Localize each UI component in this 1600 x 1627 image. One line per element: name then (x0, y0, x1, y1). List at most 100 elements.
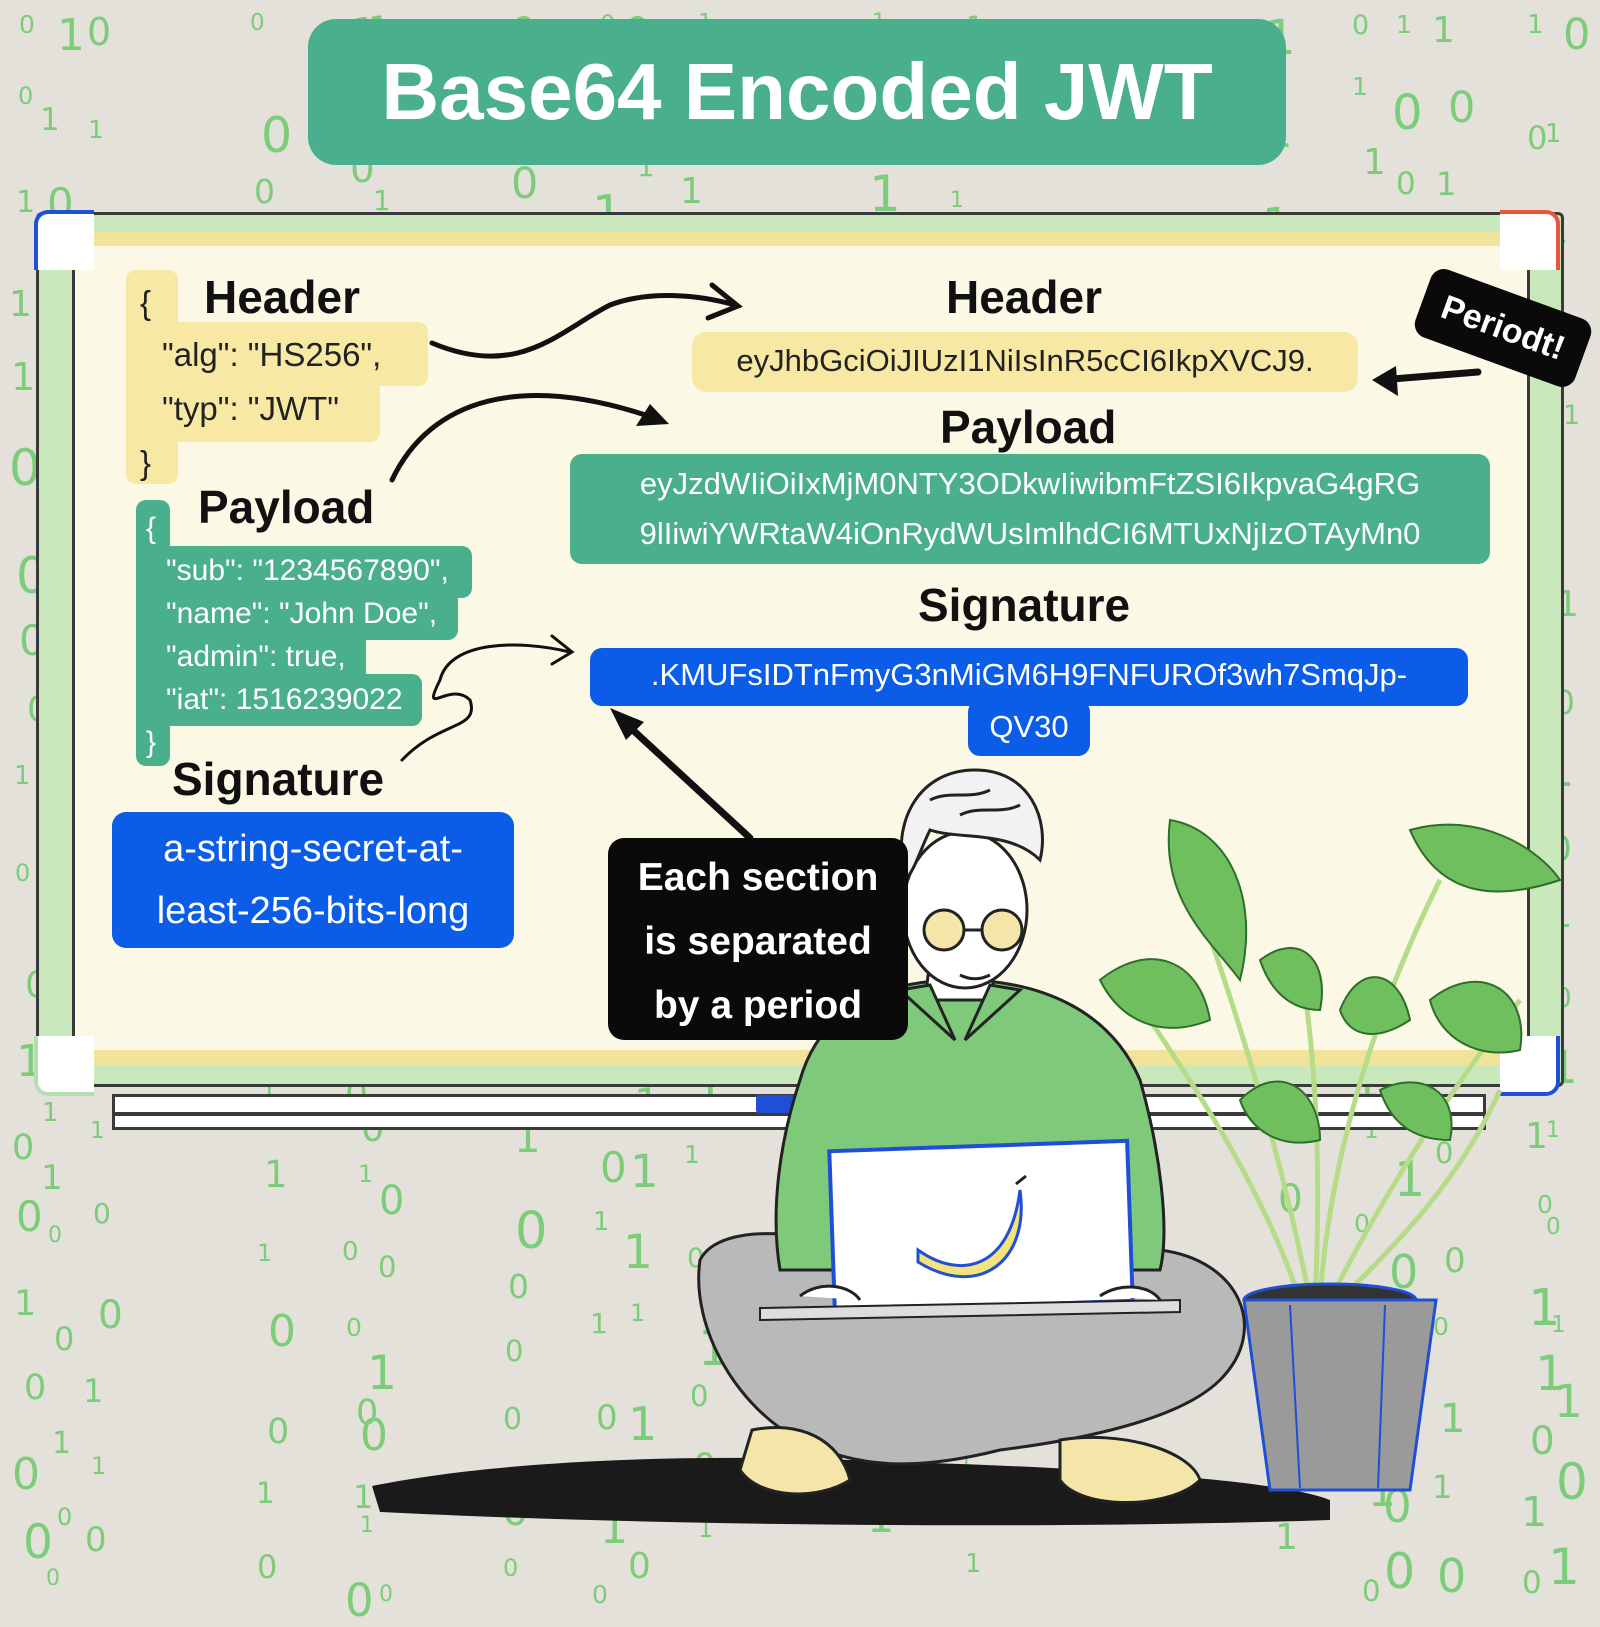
binary-digit: 1 (1546, 1118, 1560, 1143)
binary-digit: 1 (11, 355, 36, 399)
payload-json-highlight-line3 (152, 632, 366, 682)
encoded-payload-line: eyJzdWIiOiIxMjM0NTY3ODkwIiwibmFtZSI6Ikpv… (639, 466, 1421, 501)
binary-digit: 0 (1556, 1453, 1588, 1511)
callout-line: by a period (653, 984, 863, 1027)
binary-digit: 1 (353, 1478, 374, 1516)
binary-digit: 1 (1432, 10, 1455, 51)
binary-digit: 0 (250, 10, 265, 36)
arrow-signature-head (550, 634, 575, 666)
binary-digit: 1 (1436, 165, 1457, 203)
binary-digit: 0 (1433, 1312, 1449, 1341)
encoded-header-box (692, 332, 1358, 392)
binary-digit: 0 (690, 1379, 709, 1413)
arrow-header (429, 293, 738, 359)
binary-digit: 0 (1527, 119, 1548, 157)
binary-digit: 0 (503, 1402, 523, 1437)
right-signature-heading: Signature (918, 579, 1131, 631)
encoded-signature-line: .KMUFsIDTnFmyG3nMiGM6H9FNFUROf3wh7SmqJp- (650, 657, 1408, 692)
binary-digit: 0 (261, 107, 293, 164)
whiteboard-corner-top-left (34, 210, 94, 270)
binary-digit: 0 (18, 82, 34, 110)
binary-digit: 0 (12, 1128, 35, 1168)
binary-digit: 0 (1384, 1543, 1416, 1600)
header-json-line: { (140, 284, 152, 321)
arrow-payload-head (636, 404, 669, 426)
arrow-callout-head (610, 708, 644, 740)
binary-digit: 0 (267, 1412, 290, 1452)
binary-digit: 0 (254, 172, 275, 211)
binary-digit: 1 (57, 10, 85, 61)
binary-digit: 0 (511, 159, 539, 209)
binary-digit: 1 (373, 184, 391, 217)
binary-digit: 1 (358, 1160, 374, 1188)
binary-digit: 0 (257, 1548, 278, 1586)
binary-digit: 1 (91, 1452, 107, 1480)
left-header-heading: Header (204, 271, 360, 323)
binary-digit: 0 (98, 1293, 123, 1338)
payload-json-line: "sub": "1234567890", (166, 554, 449, 587)
binary-digit: 1 (1563, 400, 1581, 431)
binary-digit: 1 (264, 1153, 288, 1196)
binary-digit: 0 (1352, 10, 1370, 41)
callout-line: Each section (637, 856, 879, 899)
header-json-line: "alg": "HS256", (162, 336, 382, 373)
whiteboard-bottom-strip (72, 1050, 1530, 1066)
secret-box: a-string-secret-at- least-256-bits-long (112, 812, 514, 948)
binary-digit: 0 (1546, 1214, 1561, 1240)
binary-digit: 1 (1535, 1346, 1566, 1402)
binary-digit: 1 (630, 1145, 659, 1198)
binary-digit: 1 (9, 284, 32, 325)
binary-digit: 0 (1396, 166, 1416, 202)
binary-digit: 1 (42, 1098, 59, 1128)
binary-digit: 0 (508, 1267, 529, 1306)
binary-digit: 1 (14, 761, 31, 791)
encoded-signature-box-line1 (590, 648, 1468, 706)
binary-digit: 0 (1530, 1419, 1555, 1464)
plant-pot (1242, 1282, 1438, 1492)
binary-digit: 0 (93, 1197, 111, 1230)
binary-digit: 0 (1392, 85, 1423, 141)
payload-json-line: "iat": 1516239022 (166, 683, 403, 716)
binary-digit: 0 (346, 1313, 362, 1342)
binary-digit: 0 (342, 1237, 359, 1267)
binary-digit: 1 (623, 1225, 653, 1280)
binary-digit: 0 (596, 1398, 618, 1438)
binary-digit: 1 (52, 1426, 72, 1461)
binary-digit: 0 (57, 1503, 73, 1531)
period-callout: Each section is separated by a period (608, 838, 908, 1040)
secret-line: least-256-bits-long (156, 890, 470, 932)
binary-digit: 1 (1275, 1517, 1298, 1558)
binary-digit: 0 (360, 1410, 388, 1461)
binary-digit: 0 (24, 1368, 47, 1408)
binary-digit: 1 (1548, 1538, 1580, 1596)
payload-json-highlight-line2 (152, 590, 458, 640)
callout-line: is separated (644, 920, 872, 963)
right-payload-heading: Payload (940, 401, 1117, 453)
binary-digit: 0 (1437, 1549, 1467, 1603)
binary-digit: 1 (88, 115, 104, 144)
binary-digit: 1 (1432, 1468, 1453, 1506)
binary-digit: 1 (1551, 1312, 1566, 1338)
right-header-heading: Header (946, 271, 1102, 323)
binary-digit: 0 (12, 1449, 40, 1500)
binary-digit: 1 (90, 1118, 105, 1144)
binary-digit: 1 (1440, 1396, 1466, 1442)
binary-digit: 0 (503, 1554, 519, 1582)
binary-digit: 1 (680, 171, 703, 212)
binary-digit: 1 (83, 1372, 104, 1410)
binary-digit: 1 (14, 1284, 37, 1324)
arrow-periodt-head (1372, 366, 1398, 396)
encoded-payload-box: eyJzdWIiOiIxMjM0NTY3ODkwIiwibmFtZSI6Ikpv… (570, 454, 1490, 564)
binary-digit: 0 (1448, 83, 1476, 133)
binary-digit: 0 (48, 1223, 62, 1248)
header-json-highlight-line1 (150, 322, 428, 386)
payload-json-highlight-line1 (152, 546, 472, 598)
binary-digit: 0 (268, 1306, 296, 1357)
arrow-header-head (705, 282, 743, 321)
binary-digit: 0 (16, 1192, 43, 1241)
arrow-signature (400, 643, 572, 762)
person (697, 768, 1246, 1504)
binary-digit: 1 (593, 1207, 610, 1237)
binary-digit: 1 (16, 185, 36, 220)
banana-icon (916, 1189, 1023, 1279)
